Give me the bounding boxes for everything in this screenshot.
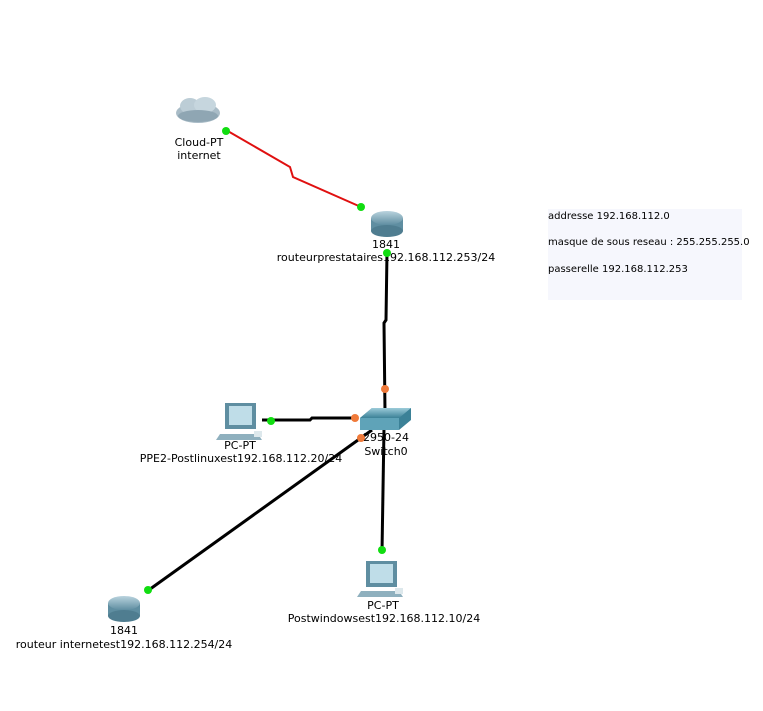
pc-linux-model-label: PC-PT	[224, 439, 256, 452]
port-up-indicator	[222, 127, 230, 135]
port-up-indicator	[378, 546, 386, 554]
link-router-switch[interactable]	[382, 251, 389, 413]
switch-name-label: Switch0	[364, 445, 407, 458]
pc-linux-name-label: PPE2-Postlinuxest192.168.112.20/24	[140, 452, 342, 465]
port-up-indicator	[357, 203, 365, 211]
cloud-icon[interactable]	[176, 97, 220, 123]
switch-model-label: 2950-24	[363, 431, 409, 444]
router-icon[interactable]	[108, 596, 140, 622]
port-up-indicator	[383, 249, 391, 257]
port-up-indicator	[267, 417, 275, 425]
note-subnet-mask: masque de sous reseau : 255.255.255.0	[548, 237, 750, 248]
link-router-internet-switch[interactable]	[145, 428, 373, 594]
link-pclinux-switch[interactable]	[262, 416, 356, 422]
port-blocking-indicator	[357, 434, 365, 442]
port-blocking-indicator	[351, 414, 359, 422]
note-box[interactable]: addresse 192.168.112.0 masque de sous re…	[548, 209, 750, 300]
note-address: addresse 192.168.112.0	[548, 211, 670, 222]
link-switch-pcwindows[interactable]	[380, 427, 386, 553]
cloud-name-label: internet	[177, 149, 221, 162]
router-provider-model-label: 1841	[372, 238, 400, 251]
note-gateway: passerelle 192.168.112.253	[548, 264, 688, 275]
router-icon[interactable]	[371, 211, 403, 237]
pc-icon[interactable]	[216, 403, 262, 440]
pc-windows-model-label: PC-PT	[367, 599, 399, 612]
port-up-indicator	[144, 586, 152, 594]
router-internet-model-label: 1841	[110, 624, 138, 637]
port-blocking-indicator	[381, 385, 389, 393]
pc-icon[interactable]	[357, 561, 403, 597]
serial-link-cloud-router[interactable]	[225, 129, 362, 208]
switch-icon[interactable]	[360, 408, 411, 430]
pc-windows-name-label: Postwindowsest192.168.112.10/24	[288, 612, 480, 625]
router-provider-name-label: routeurprestataires192.168.112.253/24	[277, 251, 495, 264]
cloud-model-label: Cloud-PT	[175, 136, 224, 149]
router-internet-name-label: routeur internetest192.168.112.254/24	[16, 638, 233, 651]
